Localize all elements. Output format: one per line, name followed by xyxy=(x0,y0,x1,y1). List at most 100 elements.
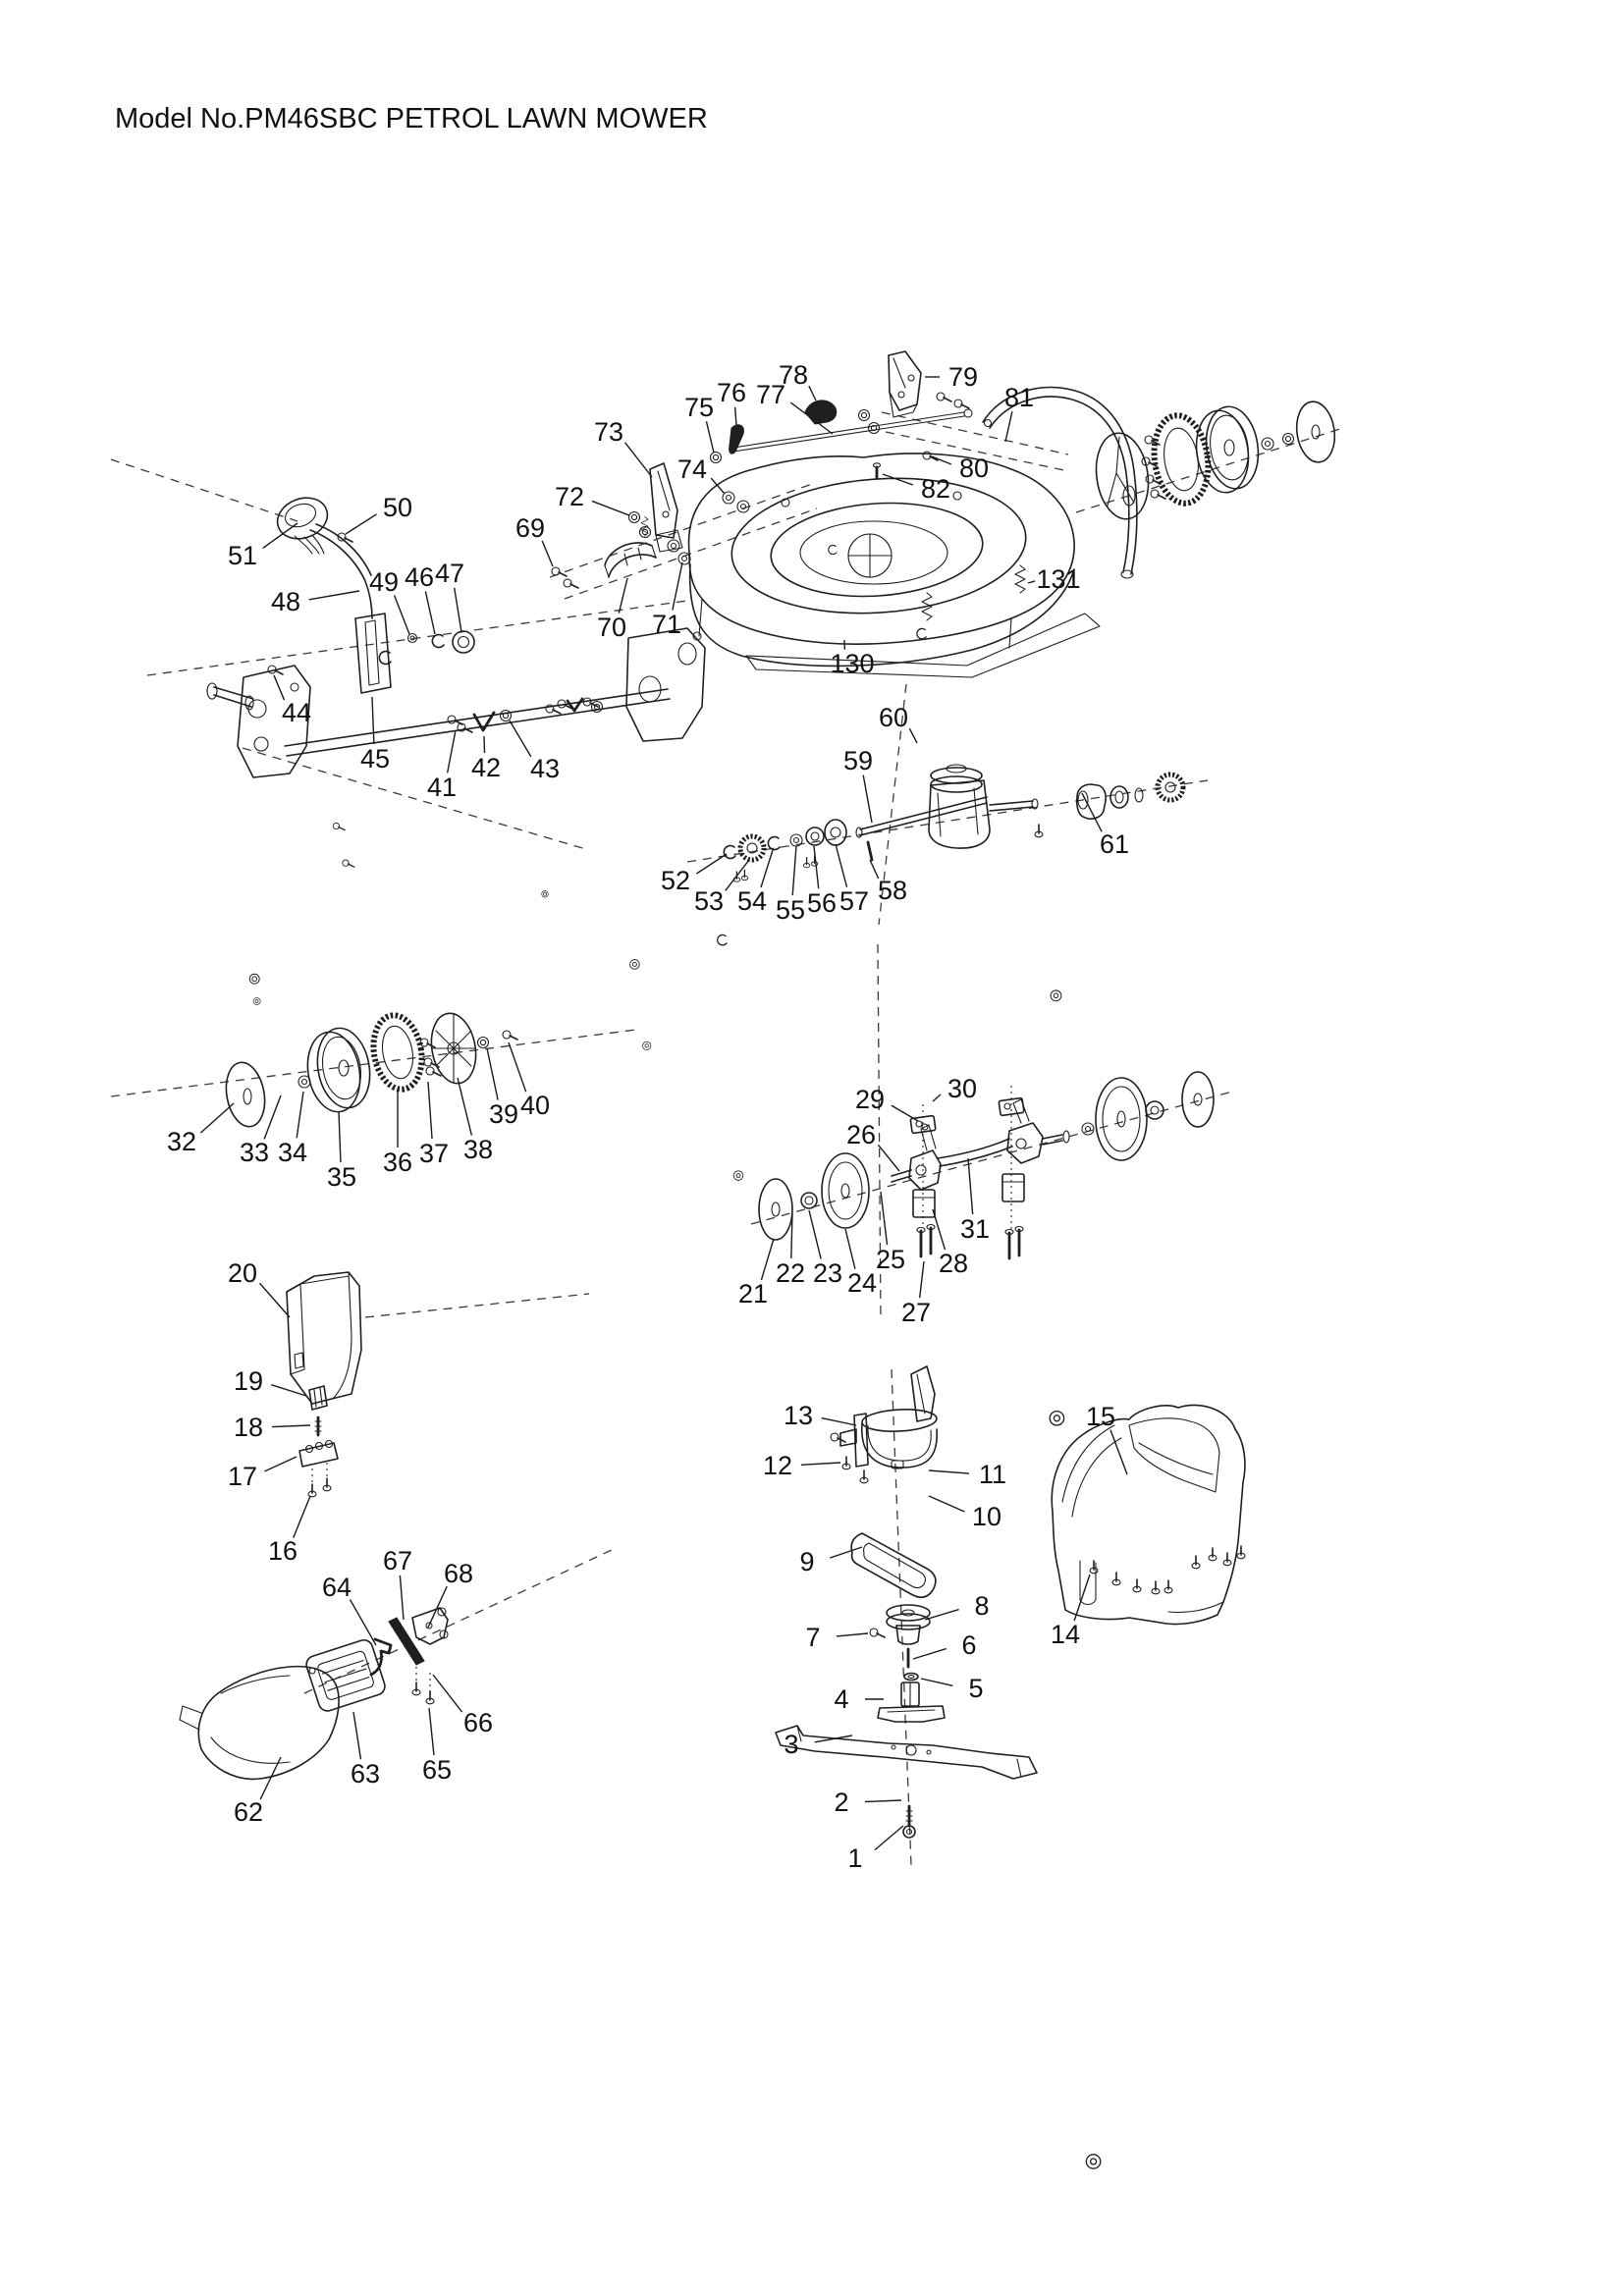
leader-line-68 xyxy=(427,1585,448,1629)
pin-49 xyxy=(406,632,418,644)
front-axle-assembly xyxy=(629,855,1215,1426)
bracket-73 xyxy=(649,462,678,539)
cover-box-assembly xyxy=(286,1271,362,1498)
part-label-37: 37 xyxy=(419,1139,449,1168)
part-label-17: 17 xyxy=(228,1462,257,1491)
rear-wheel-assembly xyxy=(1095,400,1336,520)
bushing-47 xyxy=(452,630,475,654)
part-label-48: 48 xyxy=(271,587,300,616)
leader-line-73 xyxy=(624,442,653,478)
tire-35 xyxy=(306,1027,371,1113)
nut-39 xyxy=(476,1036,490,1049)
leader-line-71 xyxy=(672,561,683,611)
leader-line-78 xyxy=(808,385,817,401)
clip-26 xyxy=(717,934,728,946)
leader-line-32 xyxy=(199,1102,235,1134)
leader-line-58 xyxy=(869,859,880,880)
leader-line-55 xyxy=(791,845,797,896)
washer-2 xyxy=(1085,2154,1102,2169)
bracket-42 xyxy=(472,711,496,732)
bolt-gearbox xyxy=(1034,824,1044,838)
part-label-18: 18 xyxy=(234,1413,263,1442)
leader-line-6 xyxy=(912,1647,947,1660)
part-label-31: 31 xyxy=(960,1214,990,1244)
bolt-30b xyxy=(740,869,749,881)
spring-clip-64 xyxy=(369,1637,393,1677)
part-label-9: 9 xyxy=(799,1547,814,1576)
bolt-30c xyxy=(802,856,811,869)
leader-line-53 xyxy=(725,859,750,891)
block-28-right xyxy=(1001,1173,1025,1202)
bolt-27b xyxy=(925,1223,937,1255)
box-20 xyxy=(286,1271,362,1405)
hub-disc-right-front xyxy=(1181,1071,1215,1128)
part-label-70: 70 xyxy=(597,613,626,642)
nut-72a xyxy=(627,510,641,524)
chute-flap-62 xyxy=(179,1665,340,1781)
leader-line-69 xyxy=(541,540,554,567)
leader-line-51 xyxy=(262,522,298,549)
part-label-81: 81 xyxy=(1004,383,1034,412)
screw-7 xyxy=(869,1628,886,1638)
leader-line-19 xyxy=(271,1384,307,1397)
pin-18 xyxy=(314,1415,322,1437)
bushing-axle xyxy=(1081,1122,1095,1136)
part-label-52: 52 xyxy=(661,866,690,895)
leader-line-33 xyxy=(263,1095,282,1140)
leader-line-41 xyxy=(446,729,457,774)
leader-line-20 xyxy=(258,1282,291,1318)
leader-line-72 xyxy=(591,500,630,516)
washer-22 xyxy=(629,959,640,970)
leader-line-17 xyxy=(264,1456,298,1472)
bolt-82 xyxy=(872,462,882,480)
gearbox-60 xyxy=(928,764,1039,849)
leader-line-27 xyxy=(918,1260,925,1299)
leader-line-47 xyxy=(454,587,462,633)
leader-line-66 xyxy=(432,1674,463,1713)
leader-line-81 xyxy=(1004,411,1013,443)
leader-line-67 xyxy=(399,1575,405,1621)
part-label-130: 130 xyxy=(830,649,874,678)
engine-cover-assembly xyxy=(1051,1404,1246,1626)
pinion-53 xyxy=(737,833,767,863)
part-label-28: 28 xyxy=(939,1249,968,1278)
part-label-3: 3 xyxy=(784,1730,798,1759)
part-label-29: 29 xyxy=(855,1085,885,1114)
part-label-46: 46 xyxy=(405,562,434,592)
leader-line-59 xyxy=(862,774,873,824)
shaft-44 xyxy=(206,682,254,711)
part-label-67: 67 xyxy=(383,1546,412,1575)
part-label-77: 77 xyxy=(756,380,785,409)
part-label-20: 20 xyxy=(228,1258,257,1288)
part-label-41: 41 xyxy=(427,773,457,802)
leader-line-43 xyxy=(509,720,532,758)
washer-11 xyxy=(732,1170,744,1181)
block-28-left xyxy=(912,1189,936,1218)
leader-line-42 xyxy=(483,735,486,754)
part-label-79: 79 xyxy=(948,362,978,392)
leader-line-48 xyxy=(308,590,360,601)
part-label-59: 59 xyxy=(843,746,873,775)
leader-line-16 xyxy=(293,1495,311,1538)
bracket-29-right xyxy=(998,1096,1025,1117)
leader-line-5 xyxy=(920,1678,953,1687)
gear-61row xyxy=(1155,772,1186,803)
part-label-53: 53 xyxy=(694,886,724,916)
leader-line-23 xyxy=(808,1209,822,1259)
washer-66 xyxy=(252,997,261,1005)
leader-line-30 xyxy=(932,1094,942,1102)
hub-disc-rear xyxy=(1295,400,1336,463)
part-label-76: 76 xyxy=(717,378,746,407)
bracket-29-left xyxy=(909,1114,937,1135)
nut-75 xyxy=(709,451,723,464)
clip-19 xyxy=(308,1385,328,1411)
part-label-56: 56 xyxy=(807,888,837,918)
leader-line-52 xyxy=(695,853,728,875)
part-label-45: 45 xyxy=(360,744,390,774)
nut-10b xyxy=(541,890,549,898)
leader-line-40 xyxy=(508,1041,527,1093)
bolt-69b xyxy=(563,578,579,589)
leader-line-57 xyxy=(835,843,848,887)
leader-line-3 xyxy=(814,1735,853,1743)
